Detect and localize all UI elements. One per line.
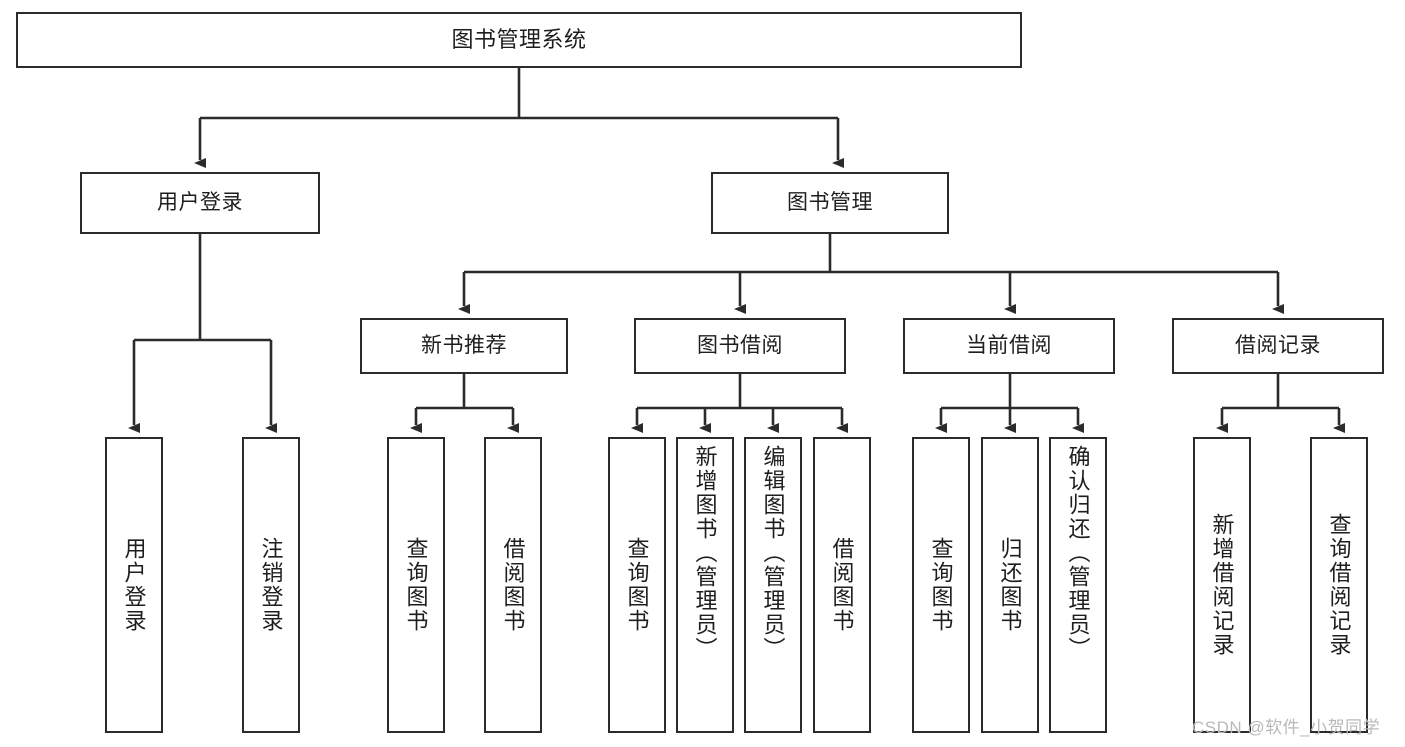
leaf-edit-book-admin[interactable]: 编辑图书（管理员） — [744, 437, 802, 733]
node-label: 图书借阅 — [697, 333, 783, 357]
node-book-management[interactable]: 图书管理 — [711, 172, 949, 234]
leaf-borrow-book-2[interactable]: 借阅图书 — [813, 437, 871, 733]
leaf-query-borrow-record[interactable]: 查询借阅记录 — [1310, 437, 1368, 733]
leaf-return-book[interactable]: 归还图书 — [981, 437, 1039, 733]
node-label: 查询图书 — [403, 537, 429, 633]
node-label: 查询图书 — [928, 537, 954, 633]
node-label: 注销登录 — [258, 537, 284, 633]
node-label: 用户登录 — [121, 537, 147, 633]
node-current-borrow[interactable]: 当前借阅 — [903, 318, 1115, 374]
leaf-add-book-admin[interactable]: 新增图书（管理员） — [676, 437, 734, 733]
leaf-query-book-1[interactable]: 查询图书 — [387, 437, 445, 733]
leaf-query-book-2[interactable]: 查询图书 — [608, 437, 666, 733]
leaf-logout[interactable]: 注销登录 — [242, 437, 300, 733]
node-label: 新书推荐 — [421, 333, 507, 357]
node-label: 编辑图书（管理员） — [760, 445, 786, 661]
node-new-book-recommend[interactable]: 新书推荐 — [360, 318, 568, 374]
node-user-login[interactable]: 用户登录 — [80, 172, 320, 234]
node-label: 用户登录 — [157, 190, 243, 214]
node-label: 借阅图书 — [500, 537, 526, 633]
node-label: 借阅图书 — [829, 537, 855, 633]
node-book-borrow[interactable]: 图书借阅 — [634, 318, 846, 374]
node-borrow-record[interactable]: 借阅记录 — [1172, 318, 1384, 374]
node-label: 图书管理系统 — [451, 27, 587, 53]
node-label: 归还图书 — [997, 537, 1023, 633]
node-label: 查询借阅记录 — [1326, 513, 1352, 657]
leaf-user-login[interactable]: 用户登录 — [105, 437, 163, 733]
leaf-add-borrow-record[interactable]: 新增借阅记录 — [1193, 437, 1251, 733]
node-label: 图书管理 — [787, 190, 873, 214]
leaf-confirm-return-admin[interactable]: 确认归还（管理员） — [1049, 437, 1107, 733]
node-label: 借阅记录 — [1235, 333, 1321, 357]
node-root-system[interactable]: 图书管理系统 — [16, 12, 1022, 68]
leaf-borrow-book-1[interactable]: 借阅图书 — [484, 437, 542, 733]
csdn-watermark: CSDN @软件_小贺同学 — [1192, 718, 1381, 737]
node-label: 确认归还（管理员） — [1065, 445, 1091, 661]
node-label: 查询图书 — [624, 537, 650, 633]
leaf-query-book-3[interactable]: 查询图书 — [912, 437, 970, 733]
node-label: 当前借阅 — [966, 333, 1052, 357]
node-label: 新增图书（管理员） — [692, 445, 718, 661]
node-label: 新增借阅记录 — [1209, 513, 1235, 657]
